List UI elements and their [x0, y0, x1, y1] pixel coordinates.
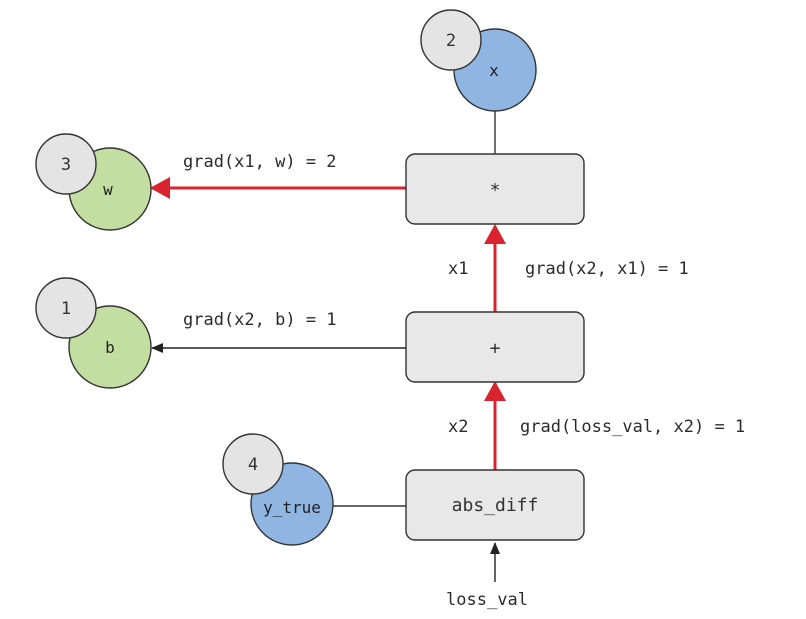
- node-w: 3 w: [35, 133, 152, 231]
- node-b: 1 b: [35, 277, 152, 389]
- node-x-label: x: [489, 61, 499, 80]
- op-absdiff-label: abs_diff: [452, 495, 539, 516]
- badge-y-true: [222, 433, 284, 495]
- edge-label-x2: x2: [448, 417, 468, 437]
- op-add-label: +: [490, 338, 501, 359]
- node-x: 2 x: [420, 9, 537, 112]
- badge-b: [35, 277, 97, 339]
- badge-y-true-number: 4: [248, 455, 258, 475]
- op-mul-label: *: [490, 180, 501, 201]
- node-y-true-label: y_true: [263, 498, 321, 517]
- op-add-box: +: [405, 311, 585, 383]
- grad-label-x2-x1: grad(x2, x1) = 1: [525, 259, 689, 279]
- op-absdiff-box: abs_diff: [405, 469, 585, 541]
- badge-x: [420, 9, 482, 71]
- grad-label-x2-b: grad(x2, b) = 1: [183, 310, 337, 330]
- badge-b-number: 1: [61, 299, 71, 319]
- grad-label-loss-x2: grad(loss_val, x2) = 1: [520, 417, 745, 437]
- node-w-label: w: [103, 180, 113, 199]
- grad-label-x1-w: grad(x1, w) = 2: [183, 152, 337, 172]
- badge-w-number: 3: [61, 155, 71, 175]
- op-mul-box: *: [405, 153, 585, 225]
- badge-w: [35, 133, 97, 195]
- edge-label-loss-val: loss_val: [446, 590, 528, 610]
- edge-label-x1: x1: [448, 259, 468, 279]
- node-b-label: b: [105, 338, 115, 357]
- node-y-true: 4 y_true: [222, 433, 334, 546]
- badge-x-number: 2: [446, 31, 456, 51]
